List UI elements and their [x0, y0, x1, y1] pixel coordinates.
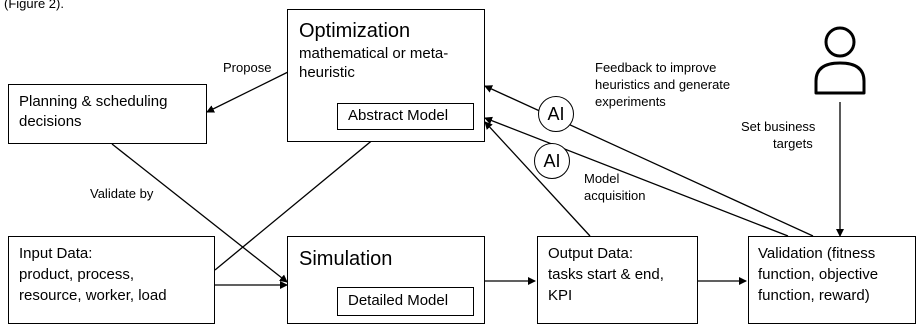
label-model-acquisition-line2: acquisition — [584, 188, 646, 203]
optimization-subtitle-line2: heuristic — [299, 64, 355, 81]
label-feedback-line2: heuristics and generate — [595, 77, 731, 92]
optimization-title: Optimization — [299, 20, 411, 42]
caption-fragment: (Figure 2). — [4, 0, 64, 11]
arrow-validation-to-abstract-model — [484, 116, 789, 237]
input-line3: resource, worker, load — [19, 287, 167, 304]
ai-label-model-acquisition: AI — [543, 150, 561, 171]
optimization-subtitle-line1: mathematical or meta- — [299, 45, 449, 62]
label-targets-line2: targets — [773, 136, 813, 151]
planning-box: Planning & scheduling decisions — [8, 84, 207, 144]
label-model-acquisition-line1: Model — [584, 171, 620, 186]
input-line2: product, process, — [19, 266, 135, 283]
ai-circle-model-acquisition: AI — [534, 143, 570, 179]
planning-line1: Planning & scheduling — [19, 93, 168, 110]
simulation-box: Simulation Detailed Model — [287, 236, 485, 324]
person-icon — [814, 26, 866, 95]
input-line1: Input Data: — [19, 245, 93, 262]
label-validate-by: Validate by — [90, 186, 154, 201]
label-feedback-line1: Feedback to improve — [595, 60, 717, 75]
output-line1: Output Data: — [548, 245, 634, 262]
validation-box: Validation (fitness function, objective … — [748, 236, 916, 324]
label-targets-line1: Set business — [741, 119, 816, 134]
planning-line2: decisions — [19, 113, 82, 130]
output-data-box: Output Data: tasks start & end, KPI — [537, 236, 698, 324]
label-feedback-line3: experiments — [595, 94, 666, 109]
ai-label-feedback: AI — [547, 103, 565, 124]
simulation-title: Simulation — [299, 248, 393, 270]
arrow-validate-by — [111, 143, 288, 283]
output-line3: KPI — [548, 287, 573, 304]
arrow-model-acquisition — [484, 121, 591, 237]
validation-line3: function, reward) — [758, 287, 870, 304]
arrow-input-to-optimization — [214, 123, 393, 271]
ai-circle-feedback: AI — [538, 96, 574, 132]
detailed-model-label: Detailed Model — [348, 292, 449, 309]
abstract-model-box: Abstract Model — [337, 103, 474, 130]
optimization-box: Optimization mathematical or meta- heuri… — [287, 9, 485, 142]
validation-line1: Validation (fitness — [758, 245, 876, 262]
output-line2: tasks start & end, — [548, 266, 664, 283]
label-propose: Propose — [223, 60, 272, 75]
detailed-model-box: Detailed Model — [337, 287, 474, 316]
abstract-model-label: Abstract Model — [348, 107, 449, 124]
arrow-propose — [206, 71, 289, 113]
validation-line2: function, objective — [758, 266, 879, 283]
input-data-box: Input Data: product, process, resource, … — [8, 236, 215, 324]
